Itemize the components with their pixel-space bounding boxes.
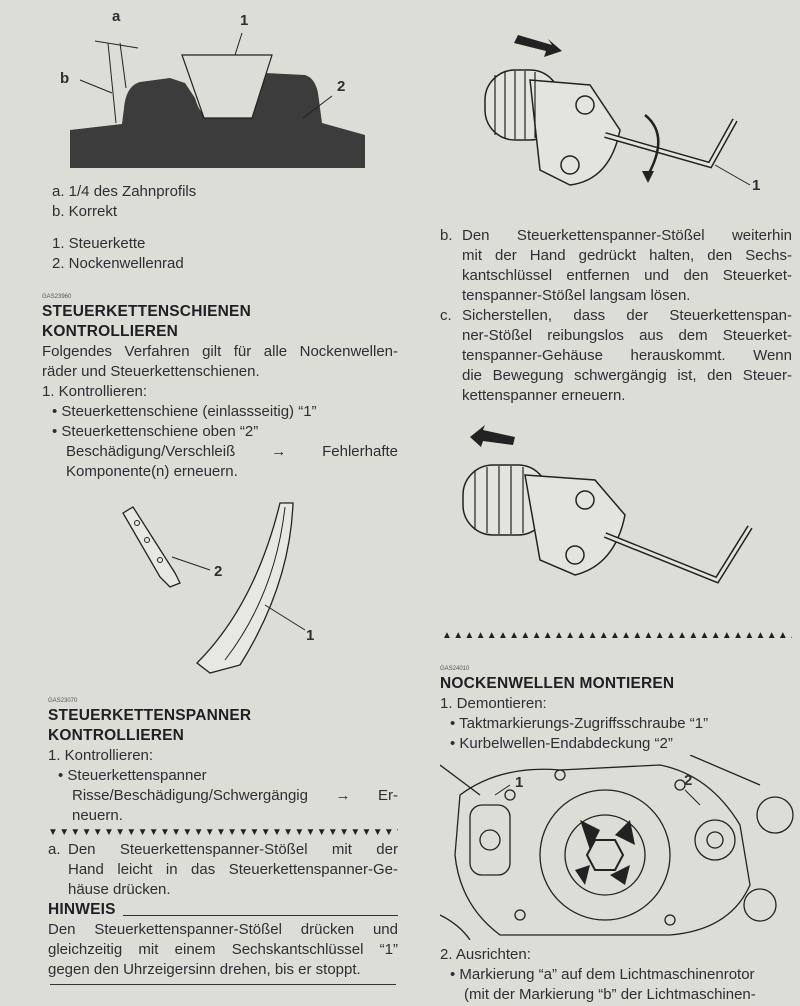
note-rule	[123, 915, 398, 916]
bullet-item: • Steuerkettenschiene oben “2”	[52, 423, 259, 440]
label-b: b	[60, 70, 70, 87]
tensioner-with-wrench-figure	[484, 35, 751, 186]
tensioner-released-figure	[462, 425, 753, 584]
legend-item: 2. Nockenwellenrad	[52, 255, 184, 272]
step-marker: c.	[440, 307, 452, 324]
section-title: STEUERKETTENSPANNER	[48, 707, 252, 724]
bullet-item: • Markierung “a” auf dem Lichtmaschinenr…	[450, 966, 755, 983]
section-code: GAS24010	[440, 666, 470, 672]
note-text: Den Steuerkettenspanner-Stößel drücken u…	[48, 921, 398, 938]
legend-item: 1. Steuerkette	[52, 235, 146, 252]
bullet-item: • Kurbelwellen-Endabdeckung “2”	[450, 735, 673, 752]
legend-item: b. Korrekt	[52, 203, 118, 220]
step-text: kettenspanner erneuern.	[462, 387, 626, 404]
label-1: 1	[515, 774, 524, 791]
note-title-text: HINWEIS	[48, 901, 116, 918]
step-text: ner-Stößel reibungslos aus dem Steuerket…	[462, 327, 792, 344]
section-steuerkettenspanner: GAS23070 STEUERKETTENSPANNER KONTROLLIER…	[48, 697, 398, 980]
step-text: Den Steuerkettenspanner-Stößel mit der	[68, 841, 398, 858]
section-nockenwellen-montieren: GAS24010 NOCKENWELLEN MONTIEREN 1. Demon…	[440, 665, 792, 754]
label-1: 1	[752, 177, 761, 194]
chain-guides-figure	[122, 502, 306, 674]
section-title: NOCKENWELLEN MONTIEREN	[440, 675, 675, 692]
bullet-item: • Steuerkettenspanner	[58, 767, 207, 784]
bullet-detail: Beschädigung/Verschleiß → Fehlerhafte	[66, 443, 398, 460]
label-1: 1	[306, 627, 315, 644]
bullet-item: • Taktmarkierungs-Zugriffsschraube “1”	[450, 715, 709, 732]
body-text: Folgendes Verfahren gilt für alle Nocken…	[42, 343, 398, 360]
step-marker: a.	[48, 841, 61, 858]
note-title: HINWEIS	[48, 900, 398, 920]
step-text: 1. Demontieren:	[440, 695, 547, 712]
steps-b-c: b. Den Steuerkettenspanner-Stößel weiter…	[440, 226, 792, 406]
sprocket-tooth-figure	[70, 32, 365, 168]
step-text: Den Steuerkettenspanner-Stößel weiterhin	[462, 227, 792, 244]
figure1-legend: a. 1/4 des Zahnprofils b. Korrekt 1. Ste…	[52, 182, 392, 274]
step-text: kantschlüssel entfernen und den Steuerke…	[462, 267, 792, 284]
legend-item: a. 1/4 des Zahnprofils	[52, 183, 197, 200]
step-text: 1. Kontrollieren:	[48, 747, 154, 764]
step-ausrichten: 2. Ausrichten: • Markierung “a” auf dem …	[440, 945, 792, 1005]
section-code: GAS23960	[42, 294, 72, 300]
bullet-item: • Steuerkettenschiene (einlassseitig) “1…	[52, 403, 317, 420]
note-end-rule	[50, 984, 396, 985]
section-steuerkettenschienen: GAS23960 STEUERKETTENSCHIENEN KONTROLLIE…	[42, 293, 398, 482]
note-text: gegen den Uhrzeigersinn drehen, bis er s…	[48, 961, 361, 978]
end-divider: ▲▲▲▲▲▲▲▲▲▲▲▲▲▲▲▲▲▲▲▲▲▲▲▲▲▲▲▲▲▲▲▲▲▲▲▲▲▲▲▲…	[442, 630, 792, 641]
step-marker: b.	[440, 227, 453, 244]
note-text: gleichzeitig mit einem Sechskantschlüsse…	[48, 941, 398, 958]
label-2: 2	[214, 563, 223, 580]
bullet-detail: neuern.	[72, 807, 123, 824]
label-2: 2	[684, 772, 693, 789]
step-text: tenspanner-Stößel langsam lösen.	[462, 287, 691, 304]
crankcase-cover-figure	[440, 755, 794, 940]
step-text: mit der Hand gedrückt halten, den Sechs-	[462, 247, 792, 264]
bullet-detail: Risse/Beschädigung/Schwergängig → Er-	[72, 787, 398, 804]
step-text: häuse drücken.	[68, 881, 171, 898]
step-text: Hand leicht in das Steuerkettenspanner-G…	[68, 861, 398, 878]
step-text: Sicherstellen, dass der Steuerkettenspan…	[462, 307, 792, 324]
step-text: 2. Ausrichten:	[440, 946, 531, 963]
step-text: tenspanner-Gehäuse herauskommt. Wenn	[462, 347, 792, 364]
section-title: KONTROLLIEREN	[48, 727, 185, 744]
step-text: die Bewegung schwergängig ist, den Steue…	[462, 367, 792, 384]
step-text: 1. Kontrollieren:	[42, 383, 148, 400]
bullet-detail: Komponente(n) erneuern.	[66, 463, 238, 480]
section-code: GAS23070	[48, 698, 78, 704]
label-1: 1	[240, 12, 249, 29]
label-a: a	[112, 8, 121, 25]
section-title: STEUERKETTENSCHIENEN	[42, 303, 251, 320]
bullet-detail: (mit der Markierung “b” der Lichtmaschin…	[464, 986, 756, 1003]
body-text: räder und Steuerkettenschienen.	[42, 363, 260, 380]
start-divider: ▼▼▼▼▼▼▼▼▼▼▼▼▼▼▼▼▼▼▼▼▼▼▼▼▼▼▼▼▼▼▼▼▼▼▼▼▼▼▼▼…	[48, 827, 398, 838]
section-title: KONTROLLIEREN	[42, 323, 179, 340]
label-2: 2	[337, 78, 346, 95]
